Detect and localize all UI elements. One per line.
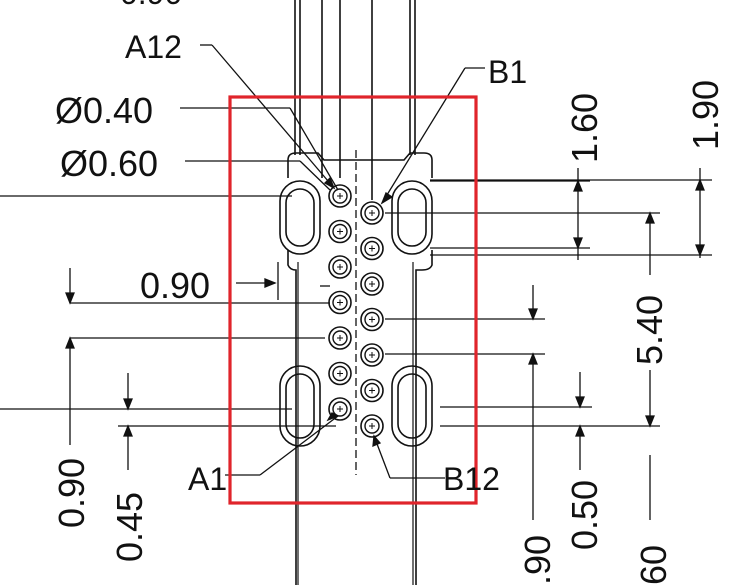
dimension-lines <box>0 44 712 520</box>
pin-a1-label: A1 <box>188 461 227 497</box>
pin-pad-a <box>328 397 352 421</box>
dim-label-0-50: 0.50 <box>564 480 605 550</box>
pin-pad-a <box>328 255 352 279</box>
pin-row-b <box>360 201 384 438</box>
pin-pad-a <box>328 290 352 315</box>
pin-b1-label: B1 <box>488 54 527 90</box>
pin-b12-label: B12 <box>443 461 500 497</box>
pin-pad-a <box>328 219 352 244</box>
pin-pad-b <box>360 414 384 438</box>
highlight-box <box>228 95 478 505</box>
pin-a12-label: A12 <box>125 29 182 65</box>
pin-pad-b <box>360 343 384 367</box>
bottom-cut-label-1: .90 <box>517 535 558 585</box>
pin-pad-b <box>360 378 384 403</box>
lower-left-slot <box>279 365 321 447</box>
upper-left-slot <box>279 180 321 255</box>
top-cut-label: 0.90 <box>120 0 182 11</box>
outer-diameter-label: Ø0.60 <box>60 143 158 184</box>
inner-diameter-label: Ø0.40 <box>55 90 153 131</box>
dim-label-0-90-horizontal: 0.90 <box>140 265 210 306</box>
dim-label-5-40: 5.40 <box>629 295 670 365</box>
pin-pad-a <box>328 361 352 386</box>
pin-pad-b <box>360 272 384 296</box>
dim-label-1-90: 1.90 <box>685 80 726 150</box>
dim-label-0-45: 0.45 <box>109 492 150 562</box>
pin-pad-b <box>360 201 384 225</box>
connector-body <box>287 0 433 585</box>
bottom-cut-label-2: 60 <box>633 545 674 585</box>
upper-right-slot <box>391 180 433 255</box>
pin-pad-a <box>328 326 352 350</box>
dim-label-1-60: 1.60 <box>564 93 605 163</box>
pin-row-a <box>328 184 352 421</box>
pin-pad-a <box>328 184 352 208</box>
dim-label-0-90-vertical: 0.90 <box>51 458 92 528</box>
pin-pad-b <box>360 307 384 332</box>
lower-right-slot <box>391 365 433 447</box>
pin-pad-b <box>360 236 384 261</box>
